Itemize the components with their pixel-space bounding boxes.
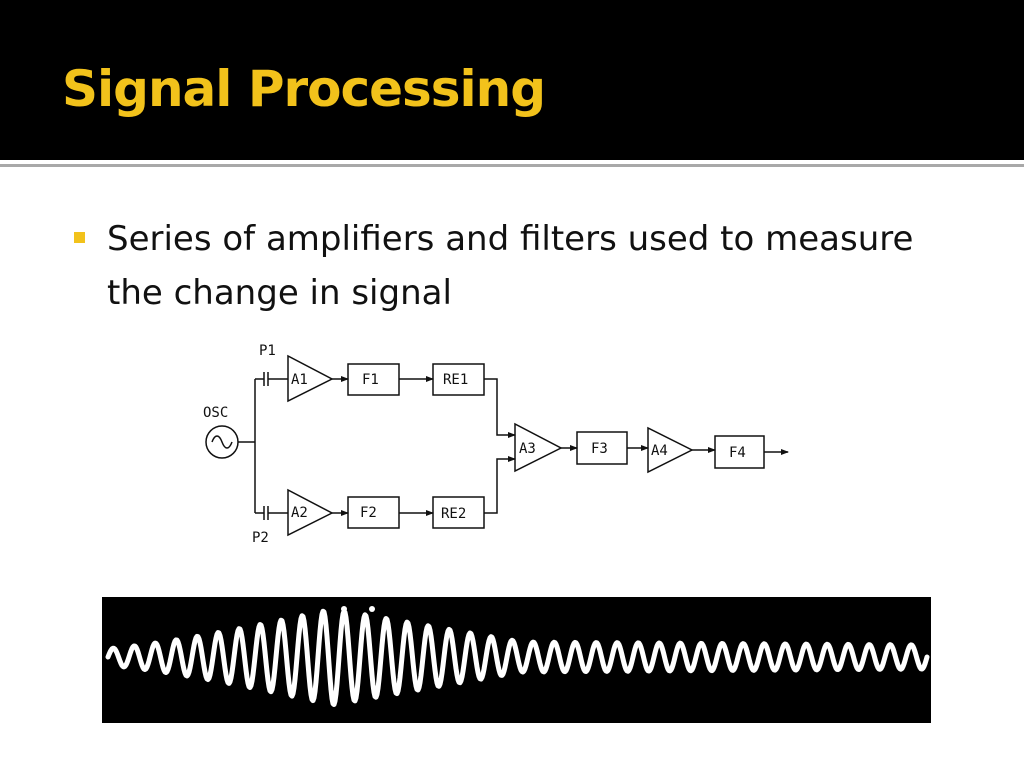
filter-f4-label: F4 bbox=[729, 445, 746, 461]
amplifier-a3-label: A3 bbox=[519, 441, 536, 457]
osc-label: OSC bbox=[203, 405, 228, 421]
amplifier-a4 bbox=[647, 426, 694, 474]
amplifier-a2 bbox=[287, 488, 334, 537]
amplifier-a1-label: A1 bbox=[291, 372, 308, 388]
rectifier-re2-label: RE2 bbox=[441, 506, 466, 522]
amplifier-a1 bbox=[287, 354, 334, 403]
title-divider bbox=[0, 160, 1024, 164]
bullet-square-icon bbox=[74, 232, 85, 243]
probe-p1-label: P1 bbox=[259, 343, 276, 359]
amplifier-a3 bbox=[514, 422, 563, 473]
probe-p2-label: P2 bbox=[252, 530, 269, 546]
rectifier-re1-label: RE1 bbox=[443, 372, 468, 388]
filter-f2-label: F2 bbox=[360, 505, 377, 521]
amplifier-a2-label: A2 bbox=[291, 505, 308, 521]
bullet-text: Series of amplifiers and filters used to… bbox=[107, 219, 914, 313]
filter-f1-label: F1 bbox=[362, 372, 379, 388]
amplifier-a4-label: A4 bbox=[651, 443, 668, 459]
signal-waveform bbox=[102, 597, 931, 723]
slide-title: Signal Processing bbox=[62, 60, 546, 118]
signal-chain-diagram: OSC P1 P2 A1 F1 RE1 A2 F2 RE2 A3 F3 A4 F… bbox=[203, 343, 789, 546]
waveform-trace bbox=[105, 608, 930, 707]
title-bar bbox=[0, 0, 1024, 160]
title-divider-shadow bbox=[0, 164, 1024, 167]
waveform-marker-dots bbox=[341, 606, 375, 612]
filter-f3-label: F3 bbox=[591, 441, 608, 457]
sine-icon bbox=[211, 435, 233, 449]
